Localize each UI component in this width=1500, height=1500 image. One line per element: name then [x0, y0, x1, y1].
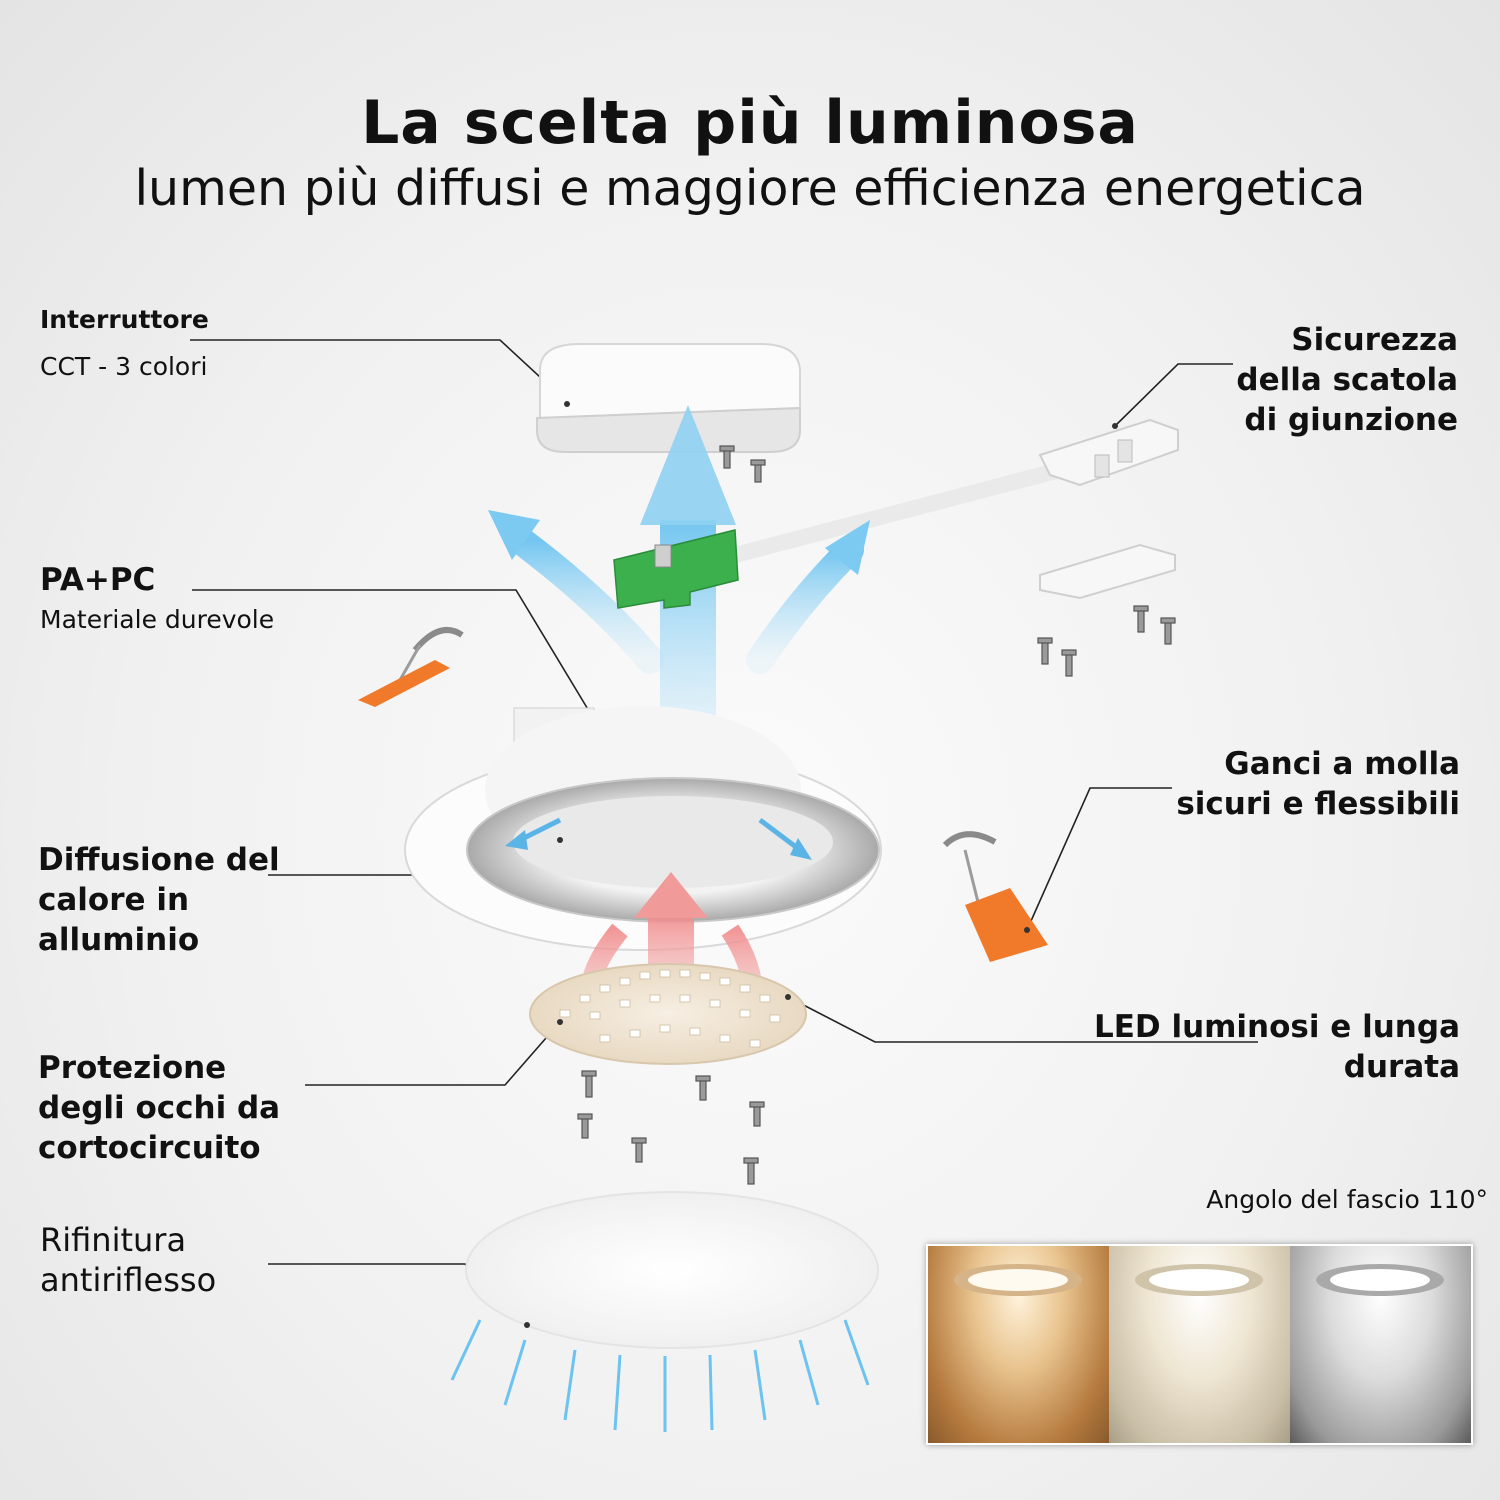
label-eye: Protezione degli occhi da cortocircuito	[38, 1048, 280, 1168]
label-heat-line1: Diffusione del	[38, 842, 280, 878]
spring-clip-left	[358, 627, 464, 707]
label-material-desc: Materiale durevole	[40, 605, 275, 634]
page-title: La scelta più luminosa	[361, 88, 1139, 158]
spring-clip-right	[942, 831, 1048, 962]
screws-top	[719, 445, 766, 483]
label-heat-line3: alluminio	[38, 922, 200, 958]
label-spring-line2: sicuri e flessibili	[1176, 786, 1460, 822]
label-junction-line3: di giunzione	[1244, 402, 1458, 438]
label-eye-line1: Protezione	[38, 1050, 227, 1086]
light-rays	[450, 1319, 870, 1432]
label-heat: Diffusione del calore in alluminio	[38, 840, 280, 960]
heat-arrows	[505, 817, 812, 860]
swatch-cool	[1290, 1246, 1471, 1443]
label-switch-desc: CCT - 3 colori	[40, 352, 208, 381]
label-finish: Rifinitura antiriflesso	[40, 1220, 216, 1300]
color-temperature-panel	[926, 1244, 1473, 1445]
downlight-housing	[404, 706, 882, 951]
led-board	[529, 963, 807, 1065]
driver-board	[613, 529, 739, 609]
screws-right	[1037, 605, 1176, 677]
label-heat-line2: calore in	[38, 882, 190, 918]
label-eye-line3: cortocircuito	[38, 1130, 261, 1166]
label-finish-line2: antiriflesso	[40, 1261, 217, 1299]
label-led-line1: LED luminosi e lunga	[1093, 1009, 1460, 1045]
diffuser-lens	[465, 1191, 879, 1349]
label-junction: Sicurezza della scatola di giunzione	[1236, 320, 1458, 440]
label-junction-line2: della scatola	[1236, 362, 1458, 398]
swatch-warm	[928, 1246, 1109, 1443]
swatch-neutral	[1109, 1246, 1290, 1443]
label-junction-line1: Sicurezza	[1291, 322, 1458, 358]
junction-connector	[727, 418, 1179, 600]
label-finish-line1: Rifinitura	[40, 1221, 187, 1259]
screws-bottom	[577, 1070, 765, 1185]
switch-box	[536, 343, 801, 453]
beam-angle-label: Angolo del fascio 110°	[1206, 1185, 1488, 1214]
page-subtitle: lumen più diffusi e maggiore efficienza …	[134, 160, 1366, 217]
label-eye-line2: degli occhi da	[38, 1090, 281, 1126]
downlight-cool-icon	[1316, 1264, 1444, 1296]
label-switch-title: Interruttore	[40, 305, 209, 334]
label-spring: Ganci a molla sicuri e flessibili	[1176, 744, 1460, 824]
downlight-neutral-icon	[1135, 1264, 1263, 1296]
label-led: LED luminosi e lunga durata	[1094, 1007, 1460, 1087]
label-material-title: PA+PC	[40, 562, 156, 598]
downlight-warm-icon	[954, 1264, 1082, 1296]
label-led-line2: durata	[1343, 1049, 1460, 1085]
label-spring-line1: Ganci a molla	[1224, 746, 1460, 782]
